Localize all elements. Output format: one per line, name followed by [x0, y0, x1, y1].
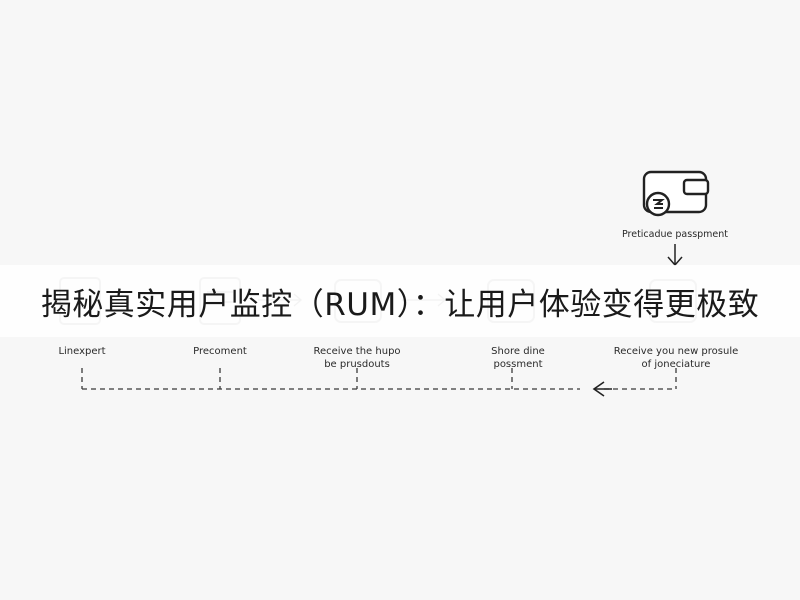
return-flow-line: [81, 368, 677, 390]
step-label: Linexpert: [58, 346, 106, 357]
down-arrow: [667, 244, 683, 267]
title-banner: 揭秘真实用户监控（RUM）：让用户体验变得更极致: [0, 265, 800, 337]
step-label: Receive the hupo be prusdouts: [313, 346, 401, 370]
top-node-label: Preticadue passpment: [621, 229, 729, 240]
page-title: 揭秘真实用户监控（RUM）：让用户体验变得更极致: [40, 286, 760, 323]
step-label: Precoment: [193, 346, 247, 357]
step-label: Receive you new prosule of joneciature: [613, 346, 739, 370]
wallet-icon: [642, 170, 710, 217]
left-arrow: [592, 381, 612, 397]
step-label: Shore dine possment: [491, 346, 545, 370]
